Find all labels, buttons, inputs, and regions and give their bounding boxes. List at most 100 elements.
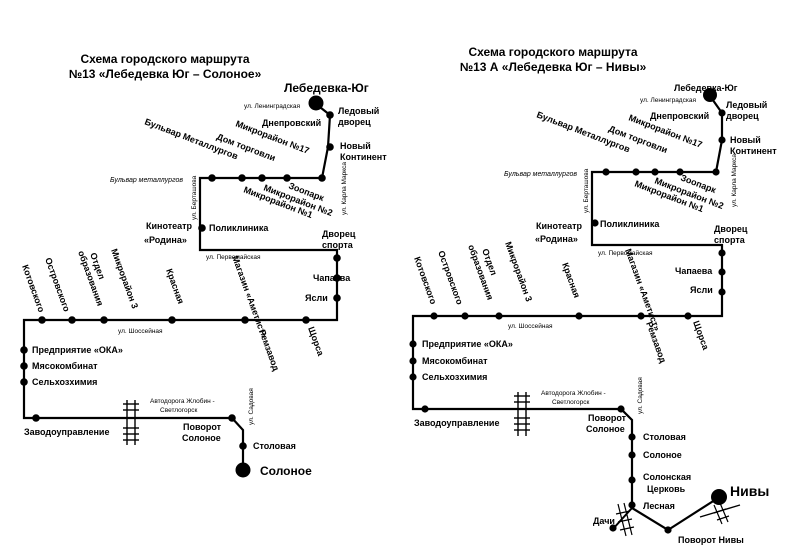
stop-label: Днепровский	[650, 111, 709, 121]
stop-label: дворец	[726, 111, 759, 121]
right-title-line2: №13 А «Лебедевка Юг – Нивы»	[460, 60, 647, 74]
stop-label: Солоное	[182, 433, 221, 443]
stop-marker	[20, 378, 28, 386]
stop-marker	[409, 373, 417, 381]
stop-label: Солонская	[643, 472, 691, 482]
stop-label: Мясокомбинат	[32, 361, 98, 371]
stop-label: Островского	[43, 256, 72, 313]
stop-marker	[430, 312, 438, 320]
street-label: ул. Карла Маркса	[731, 154, 738, 207]
stop-marker	[421, 405, 429, 413]
stop-marker	[628, 433, 636, 441]
stop-label: Солоное	[586, 424, 625, 434]
stop-marker	[718, 136, 726, 144]
street-label: ул. Шоссейная	[508, 322, 553, 330]
stop-marker	[20, 362, 28, 370]
stop-label: «Родина»	[144, 235, 187, 245]
stop-label: Солоное	[260, 464, 312, 478]
stop-marker	[333, 294, 341, 302]
stop-label: Ясли	[690, 285, 713, 295]
stop-label: Поворот	[183, 422, 222, 432]
stop-marker	[664, 526, 672, 534]
street-label: ул. Ленинградская	[640, 97, 696, 104]
right-nivy-railway	[615, 502, 730, 537]
stop-label: Солоное	[643, 450, 682, 460]
street-label: ул. Ленинградская	[244, 103, 300, 110]
stop-marker	[684, 312, 692, 320]
street-label: ул. Первомайская	[598, 249, 653, 257]
terminal-stop-marker	[703, 88, 717, 102]
street-label: ул. Садовая	[637, 377, 644, 414]
stop-label: Островского	[436, 249, 465, 306]
stop-marker	[198, 224, 206, 232]
stop-marker	[591, 219, 599, 227]
stop-label: Новый	[730, 135, 761, 145]
stop-label: Красная	[560, 261, 582, 299]
street-label: Светлогорск	[160, 407, 197, 414]
stop-label: Красная	[164, 267, 186, 305]
terminal-stop-marker	[711, 489, 727, 505]
stop-label: дворец	[338, 117, 371, 127]
stop-marker	[208, 174, 216, 182]
stop-label: Предприятие «ОКА»	[422, 339, 513, 349]
stop-marker	[333, 254, 341, 262]
stop-label: Котовского	[20, 263, 47, 314]
left-title-line2: №13 «Лебедевка Юг – Солоное»	[69, 67, 262, 81]
stop-label: Поворот	[588, 413, 627, 423]
stop-label: спорта	[322, 240, 354, 250]
terminal-stop-marker	[308, 95, 324, 111]
stop-label: Сельхозхимия	[32, 377, 97, 387]
stop-label: Чапаева	[313, 273, 351, 283]
stop-marker	[617, 405, 625, 413]
stop-marker	[333, 274, 341, 282]
street-label: ул. Шоссейная	[118, 327, 163, 335]
stop-label: Заводоуправление	[414, 418, 499, 428]
street-label: ул. Берташова	[191, 175, 198, 220]
stop-label: Предприятие «ОКА»	[32, 345, 123, 355]
left-route-scheme: Схема городского маршрута №13 «Лебедевка…	[20, 52, 387, 478]
stop-label: Ремзавод	[257, 328, 281, 372]
stop-marker	[20, 346, 28, 354]
street-label: Светлогорск	[552, 399, 589, 406]
stop-label: Мясокомбинат	[422, 356, 488, 366]
stop-label: спорта	[714, 235, 746, 245]
stop-label: Щорса	[306, 325, 326, 358]
stop-label: Лебедевка-Юг	[284, 81, 369, 95]
stop-label: Поворот Нивы	[678, 535, 744, 545]
stop-label: Ледовый	[338, 106, 379, 116]
stop-label: Новый	[340, 141, 371, 151]
stop-label: «Родина»	[535, 234, 578, 244]
stop-label: Микрорайон 3	[503, 240, 534, 303]
stop-label: Нивы	[730, 483, 769, 499]
street-label: Бульвар металлургов	[110, 177, 183, 184]
street-label: Автодорога Жлобин -	[541, 389, 606, 397]
right-route-line	[411, 95, 724, 532]
left-railway-crossing	[123, 400, 139, 445]
stop-marker	[302, 316, 310, 324]
left-stop-markers	[20, 95, 341, 478]
stop-marker	[628, 476, 636, 484]
stop-label: Чапаева	[675, 266, 713, 276]
stop-marker	[283, 174, 291, 182]
stop-marker	[32, 414, 40, 422]
stop-label: Сельхозхимия	[422, 372, 487, 382]
stop-marker	[718, 109, 726, 117]
stop-marker	[718, 288, 726, 296]
stop-marker	[718, 249, 726, 257]
stop-label: Дворец	[714, 224, 748, 234]
stop-marker	[228, 414, 236, 422]
stop-marker	[676, 168, 684, 176]
stop-label: Заводоуправление	[24, 427, 109, 437]
stop-marker	[575, 312, 583, 320]
stop-label: Лесная	[643, 501, 675, 511]
stop-marker	[628, 451, 636, 459]
stop-marker	[718, 268, 726, 276]
stop-label: Котовского	[412, 255, 439, 306]
stop-marker	[100, 316, 108, 324]
stop-label: Столовая	[253, 441, 296, 451]
stop-marker	[409, 340, 417, 348]
stop-label: Поликлиника	[600, 219, 660, 229]
right-title-line1: Схема городского маршрута	[468, 45, 637, 59]
stop-label: Магазин «Аметист»	[230, 254, 269, 339]
